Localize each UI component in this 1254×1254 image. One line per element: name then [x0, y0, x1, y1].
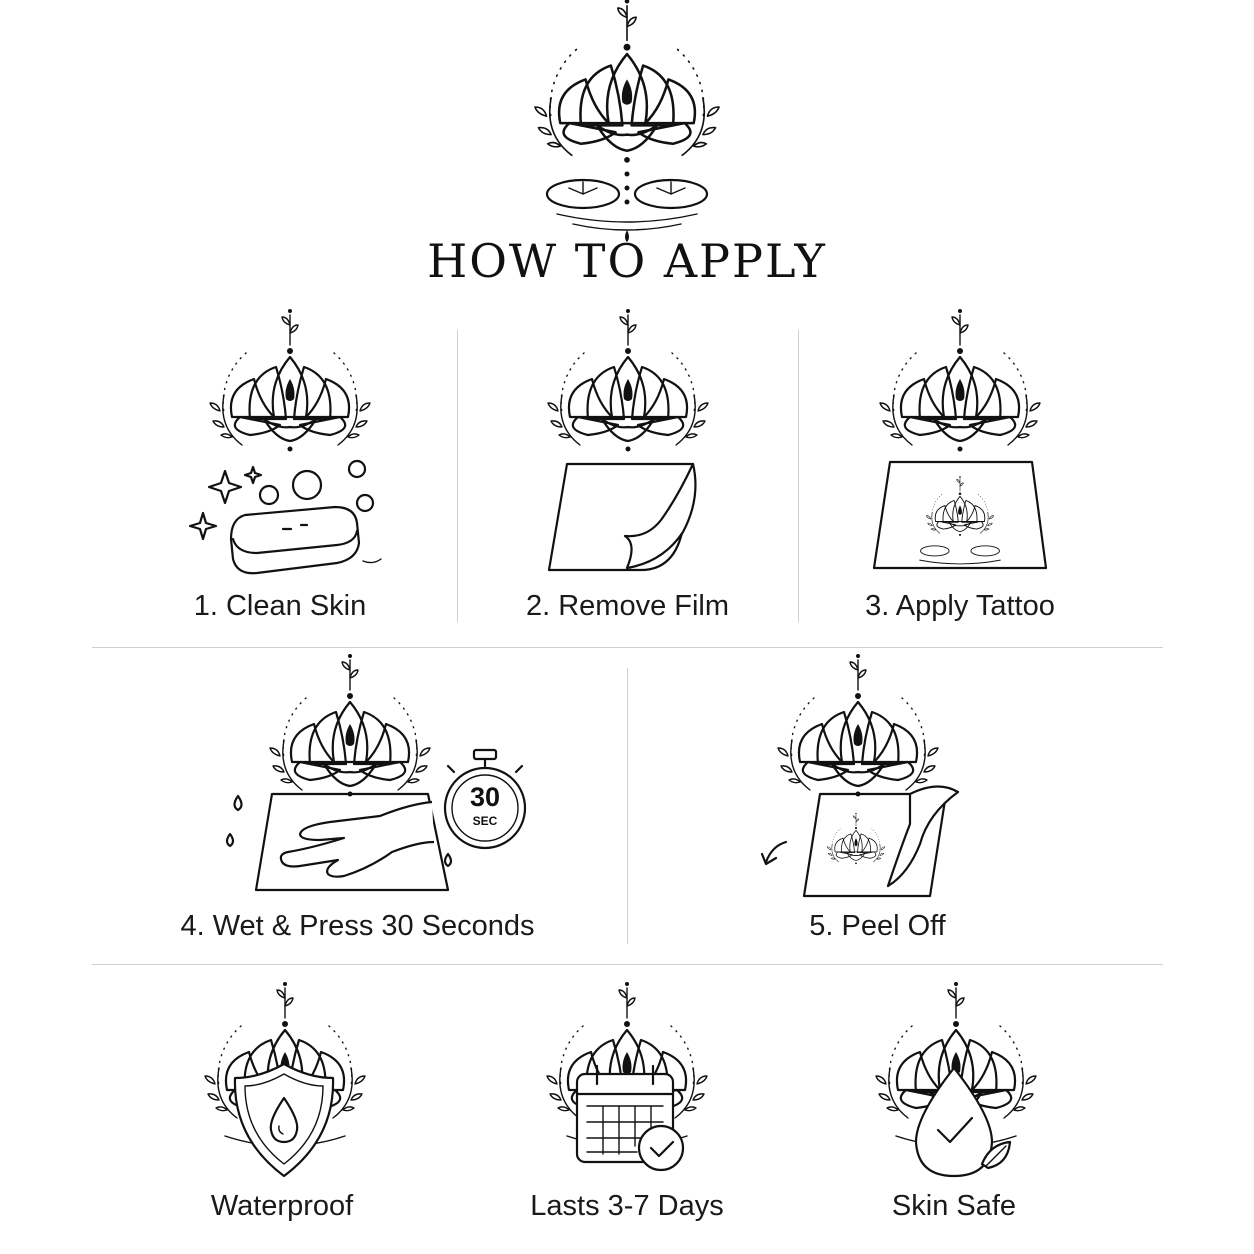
- calendar-check-icon: [575, 1064, 685, 1172]
- peeling-film-icon: [547, 462, 697, 572]
- timer-value: 30: [469, 782, 501, 812]
- lotus-icon: [208, 307, 372, 453]
- peel-off-icon: [760, 785, 960, 898]
- lotus-icon: [268, 652, 432, 798]
- feature-label: Skin Safe: [891, 1190, 1017, 1222]
- divider: [798, 330, 799, 622]
- step-label: 4. Wet & Press 30 Seconds: [180, 910, 535, 942]
- soap-bar-icon: [188, 459, 382, 575]
- hand-press-icon: [225, 792, 453, 892]
- drop-check-icon: [914, 1066, 1012, 1178]
- timer-unit: SEC: [472, 814, 498, 828]
- lotus-icon: [878, 307, 1042, 453]
- step-label: 1. Clean Skin: [193, 590, 367, 622]
- lotus-icon: [776, 652, 940, 798]
- divider: [627, 668, 628, 944]
- divider: [92, 964, 1163, 965]
- lotus-icon: [546, 307, 710, 453]
- header-lotus-illustration: [533, 0, 721, 242]
- shield-drop-icon: [233, 1062, 335, 1178]
- step-label: 3. Apply Tattoo: [865, 590, 1055, 622]
- feature-label: Waterproof: [210, 1190, 354, 1222]
- page-title: HOW TO APPLY: [427, 234, 827, 288]
- divider: [457, 330, 458, 622]
- divider: [92, 647, 1163, 648]
- step-label: 5. Peel Off: [809, 910, 946, 942]
- stopwatch-icon: [443, 748, 527, 850]
- tattoo-sheet-icon: [872, 460, 1048, 570]
- step-label: 2. Remove Film: [525, 590, 730, 622]
- feature-label: Lasts 3-7 Days: [530, 1190, 724, 1222]
